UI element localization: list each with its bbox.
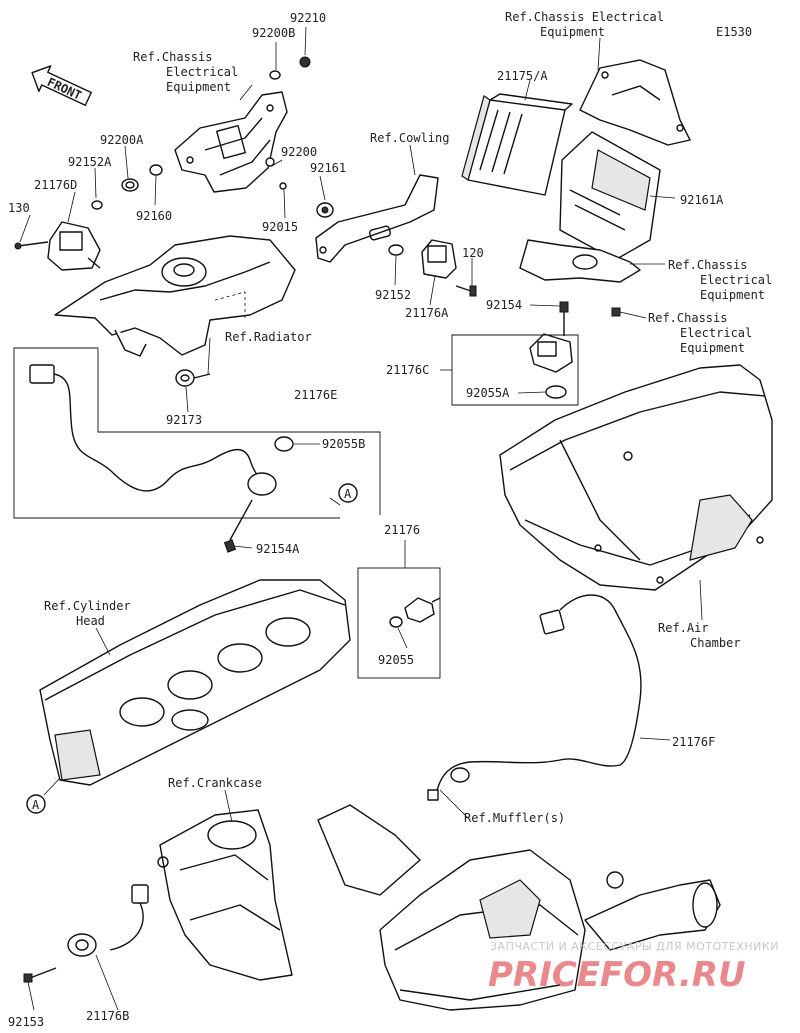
label-21175A: 21175/A [497, 69, 548, 83]
label-130: 130 [8, 201, 30, 215]
bracket-92161A-drawing [519, 131, 661, 317]
ref-cylinder-head-line2: Head [76, 614, 105, 628]
label-21176E: 21176E [294, 388, 337, 402]
label-92152A: 92152A [68, 155, 112, 169]
label-92055B: 92055B [322, 437, 365, 451]
cylinder-head-drawing [39, 579, 351, 786]
sensor-21176D-drawing [14, 221, 101, 271]
label-92173: 92173 [166, 413, 202, 427]
ref-chassis-elec-right1-line3: Equipment [700, 288, 765, 302]
label-92055: 92055 [378, 653, 414, 667]
chassis-bracket-left-drawing [174, 91, 288, 193]
callout-a-lower: A [26, 794, 46, 814]
label-92161: 92161 [310, 161, 346, 175]
ref-chassis-elec-right2-line2: Electrical [680, 326, 752, 340]
ref-air-chamber-line2: Chamber [690, 636, 741, 650]
front-direction-badge: FRONT [31, 65, 92, 106]
ref-cowling: Ref.Cowling [370, 131, 449, 145]
label-21176: 21176 [384, 523, 420, 537]
label-120: 120 [462, 246, 484, 260]
ref-air-chamber-line1: Ref.Air [658, 621, 709, 635]
watermark-tagline: ЗАПЧАСТИ И АКСЕССУАРЫ ДЛЯ МОТОТЕХНИКИ [490, 940, 779, 953]
grommet-washers-drawing [91, 56, 311, 210]
sensor-21176A-drawing [388, 239, 477, 297]
label-92055A: 92055A [466, 386, 510, 400]
callout-a-upper: A [338, 483, 358, 503]
grommet-92173-drawing [175, 369, 211, 387]
chassis-bracket-top-right-drawing [579, 59, 691, 146]
ref-chassis-elec-left-line3: Equipment [166, 80, 231, 94]
label-92154A: 92154A [256, 542, 300, 556]
muffler-drawing [317, 804, 721, 1011]
diagram-code: E1530 [716, 25, 752, 39]
label-92153: 92153 [8, 1015, 44, 1029]
callout-a-upper-text: A [344, 487, 352, 501]
label-21176A: 21176A [405, 306, 449, 320]
label-21176B: 21176B [86, 1009, 129, 1023]
ref-chassis-elec-right1-line1: Ref.Chassis [668, 258, 747, 272]
watermark-logo: PRICEFOR.RU [488, 955, 746, 995]
sensor-21176B-drawing [23, 884, 149, 983]
label-92154: 92154 [486, 298, 522, 312]
label-21176D: 21176D [34, 178, 77, 192]
ref-chassis-elec-left-line1: Ref.Chassis [133, 50, 212, 64]
ref-chassis-elec-top-line1: Ref.Chassis Electrical [505, 10, 664, 24]
label-92200: 92200 [281, 145, 317, 159]
label-92210: 92210 [290, 11, 326, 25]
ref-chassis-elec-right1-line2: Electrical [700, 273, 772, 287]
label-21176F: 21176F [672, 735, 715, 749]
label-92200B: 92200B [252, 26, 295, 40]
radiator-cover-drawing [54, 235, 296, 357]
callout-a-lower-text: A [32, 798, 40, 812]
cowling-bracket-drawing [315, 174, 439, 263]
harness-21176E-drawing [29, 364, 294, 553]
label-92200A: 92200A [100, 133, 144, 147]
harness-21176F-drawing [427, 594, 642, 801]
ref-radiator: Ref.Radiator [225, 330, 312, 344]
ref-chassis-elec-left-line2: Electrical [166, 65, 238, 79]
ecu-21175A-drawing [461, 93, 573, 196]
sensor-21176-drawing [389, 597, 441, 628]
label-92160: 92160 [136, 209, 172, 223]
ref-cylinder-head-line1: Ref.Cylinder [44, 599, 131, 613]
ref-chassis-elec-right2-line3: Equipment [680, 341, 745, 355]
ref-mufflers: Ref.Muffler(s) [464, 811, 565, 825]
label-21176C: 21176C [386, 363, 429, 377]
sensor-21176C-drawing [529, 301, 573, 399]
label-92015: 92015 [262, 220, 298, 234]
label-92161A: 92161A [680, 193, 724, 207]
label-92152: 92152 [375, 288, 411, 302]
air-chamber-drawing [499, 364, 773, 591]
ref-chassis-elec-top-line2: Equipment [540, 25, 605, 39]
crankcase-drawing [157, 809, 293, 981]
front-badge-text: FRONT [45, 75, 84, 103]
leader-lines [13, 26, 703, 1011]
ref-crankcase: Ref.Crankcase [168, 776, 262, 790]
ref-chassis-elec-right2-line1: Ref.Chassis [648, 311, 727, 325]
